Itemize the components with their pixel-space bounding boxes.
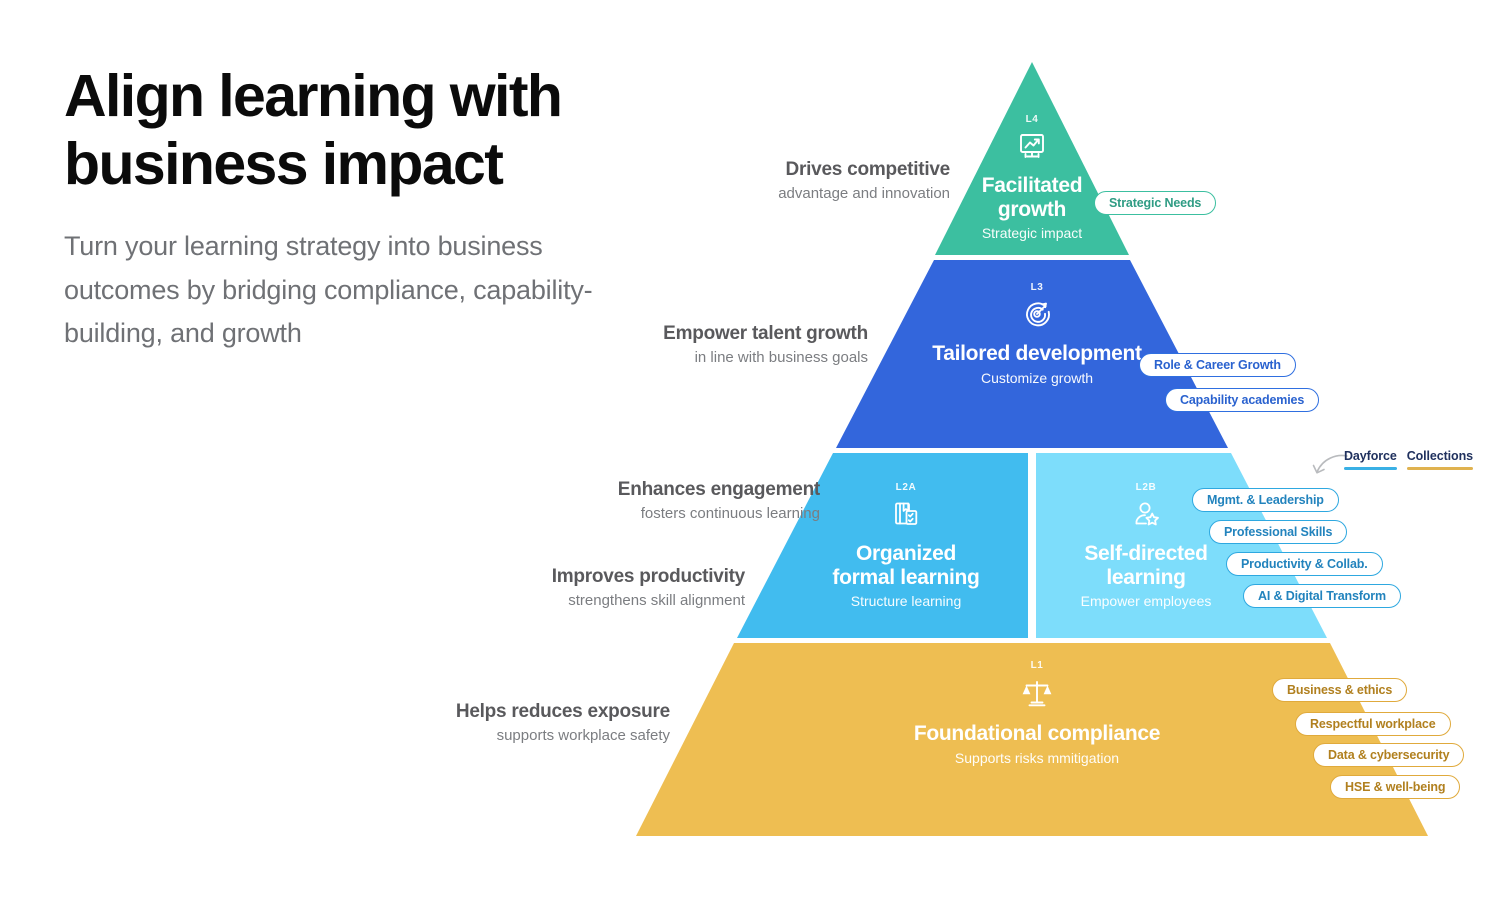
descriptor-l4-sub: advantage and innovation <box>778 184 950 202</box>
pill-business-ethics[interactable]: Business & ethics <box>1272 678 1408 702</box>
descriptor-l3: Empower talent growth in line with busin… <box>518 322 868 367</box>
pill-productivity-collab[interactable]: Productivity & Collab. <box>1226 552 1383 576</box>
pill-strategic-needs[interactable]: Strategic Needs <box>1094 191 1217 215</box>
pill-mgmt-leadership[interactable]: Mgmt. & Leadership <box>1192 488 1339 512</box>
legend-label-dayforce: Dayforce <box>1344 449 1397 463</box>
headline-block: Align learning with business impact Turn… <box>64 62 664 356</box>
curved-arrow-icon <box>1311 452 1351 485</box>
descriptor-l2b-sub: strengthens skill alignment <box>568 591 745 609</box>
descriptor-l1-sub: supports workplace safety <box>496 726 670 744</box>
descriptor-l2b: Improves productivity strengthens skill … <box>395 565 746 610</box>
pill-capability-academies[interactable]: Capability academies <box>1165 388 1320 412</box>
legend-item-dayforce[interactable]: Dayforce <box>1344 450 1397 470</box>
descriptor-l2a-main: Enhances engagement <box>617 479 820 500</box>
legend-rule-dayforce <box>1344 466 1397 470</box>
legend-rule-collections <box>1406 466 1473 470</box>
legend-item-collections[interactable]: Collections <box>1406 449 1473 470</box>
tier-shape-l3 <box>836 260 1228 448</box>
pill-respectful-workplace[interactable]: Respectful workplace <box>1295 712 1451 736</box>
legend-label-collections: Collections <box>1406 449 1473 463</box>
descriptor-l4: Drives competitive advantage and innovat… <box>600 158 950 203</box>
tier-shape-l2a <box>737 453 1028 638</box>
pill-hse-wellbeing[interactable]: HSE & well-being <box>1330 775 1461 799</box>
descriptor-l1-main: Helps reduces exposure <box>455 701 670 722</box>
pill-professional-skills[interactable]: Professional Skills <box>1209 520 1348 544</box>
descriptor-l2a-sub: fosters continuous learning <box>640 504 820 522</box>
descriptor-l4-main: Drives competitive <box>785 159 951 180</box>
descriptor-l3-sub: in line with business goals <box>694 348 868 366</box>
legend: Dayforce Collections <box>1344 450 1473 470</box>
page-title: Align learning with business impact <box>64 63 563 198</box>
tier-shape-l2b <box>1036 453 1327 638</box>
pill-role-career-growth[interactable]: Role & Career Growth <box>1139 353 1296 377</box>
descriptor-l2b-main: Improves productivity <box>551 566 746 587</box>
pill-data-cybersecurity[interactable]: Data & cybersecurity <box>1313 743 1465 767</box>
descriptor-l1: Helps reduces exposure supports workplac… <box>320 700 670 745</box>
descriptor-l3-main: Empower talent growth <box>663 323 868 344</box>
tier-shape-l1 <box>636 643 1428 836</box>
page-subtitle: Turn your learning strategy into busines… <box>64 230 593 349</box>
tier-shape-l4 <box>935 62 1129 255</box>
pill-ai-digital-transform[interactable]: AI & Digital Transform <box>1243 584 1401 608</box>
descriptor-l2a: Enhances engagement fosters continuous l… <box>445 478 820 523</box>
